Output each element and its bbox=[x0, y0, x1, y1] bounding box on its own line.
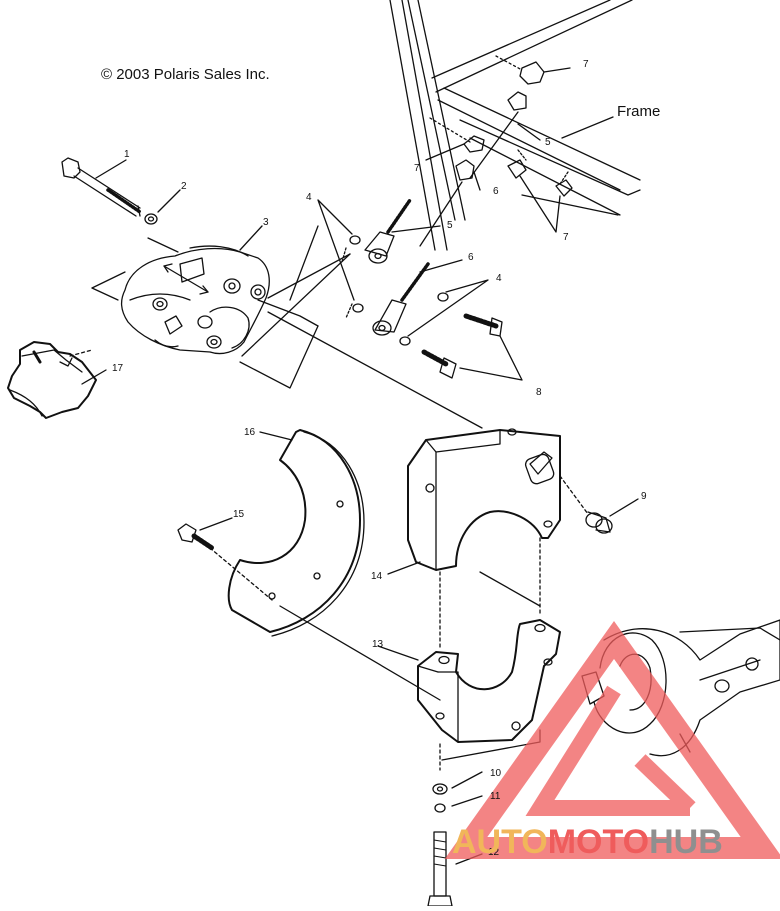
frame-label: Frame bbox=[617, 103, 661, 120]
part-9-bushing bbox=[560, 476, 612, 533]
callout-leaders bbox=[82, 68, 638, 864]
part-10-washer bbox=[433, 784, 447, 794]
part-5-rod-end-upper bbox=[365, 200, 410, 263]
callout-4: 4 bbox=[306, 192, 312, 203]
callout-13: 13 bbox=[372, 639, 384, 650]
part-14-mount-plate bbox=[408, 429, 560, 570]
part-3-caliper bbox=[122, 246, 270, 353]
part-13-lower-plate bbox=[418, 620, 560, 742]
caliper-reference-lines bbox=[70, 226, 482, 428]
part-6-rod-end-lower bbox=[373, 264, 428, 335]
watermark-logo bbox=[466, 640, 762, 848]
callout-7: 7 bbox=[583, 59, 589, 70]
part-2-washer bbox=[145, 214, 157, 224]
callout-15: 15 bbox=[233, 509, 245, 520]
callout-9: 9 bbox=[641, 491, 647, 502]
callout-7-lower: 7 bbox=[563, 232, 569, 243]
callout-6: 6 bbox=[468, 252, 474, 263]
frame-tubes bbox=[390, 0, 640, 250]
callout-5-upper: 5 bbox=[545, 137, 551, 148]
callout-17: 17 bbox=[112, 363, 124, 374]
watermark-hub: HUB bbox=[649, 823, 723, 861]
callout-6-upper: 6 bbox=[493, 186, 499, 197]
watermark-text: AUTOMOTOHUB bbox=[452, 822, 723, 862]
callout-16: 16 bbox=[244, 427, 256, 438]
callout-2: 2 bbox=[181, 181, 187, 192]
copyright-notice: © 2003 Polaris Sales Inc. bbox=[101, 66, 270, 83]
callout-8: 8 bbox=[536, 387, 542, 398]
part-12-bolt bbox=[428, 832, 452, 906]
callout-3: 3 bbox=[263, 217, 269, 228]
part-11-washer bbox=[435, 804, 445, 812]
part-7-nuts bbox=[420, 56, 572, 246]
callout-10: 10 bbox=[490, 768, 502, 779]
watermark-moto: MOTO bbox=[547, 823, 650, 861]
part-17-brake-pad bbox=[8, 342, 96, 418]
callout-14: 14 bbox=[371, 571, 383, 582]
part-1-bolt bbox=[62, 158, 140, 216]
callout-11: 11 bbox=[490, 791, 501, 802]
watermark-auto: AUTO bbox=[452, 823, 548, 861]
callout-12: 12 bbox=[488, 847, 500, 858]
frame-leader-line bbox=[562, 117, 613, 138]
part-8-bolts bbox=[424, 316, 502, 378]
callout-5: 5 bbox=[447, 220, 453, 231]
callout-1: 1 bbox=[124, 149, 130, 160]
callout-7-left: 7 bbox=[414, 163, 420, 174]
part-16-shield bbox=[229, 430, 364, 636]
callout-4-lower: 4 bbox=[496, 273, 502, 284]
part-15-bolt bbox=[178, 524, 272, 600]
part-4-washer bbox=[350, 236, 360, 244]
